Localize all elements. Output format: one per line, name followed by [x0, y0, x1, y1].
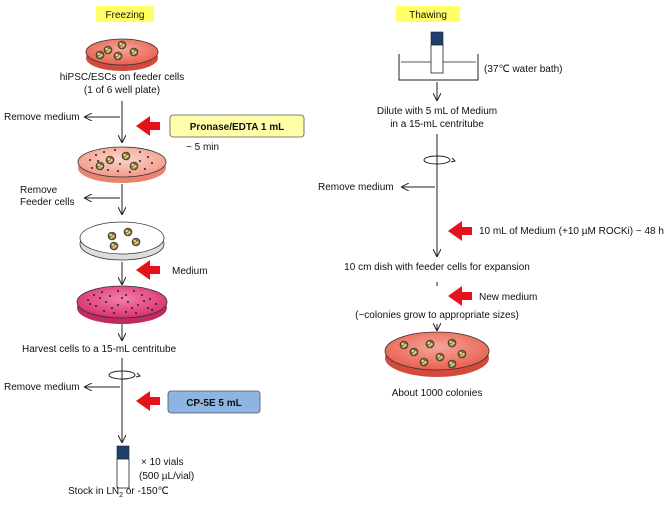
remove-medium-label-2: Remove medium: [4, 382, 80, 393]
water-bath-label: (37℃ water bath): [484, 64, 563, 75]
red-arrow-icon: [136, 260, 160, 280]
dish-label: 10 cm dish with feeder cells for expansi…: [344, 262, 530, 273]
spin-icon: [423, 155, 451, 165]
red-arrow-icon: [136, 391, 160, 411]
freezing-header-box: [96, 6, 154, 22]
colonies-label: About 1000 colonies: [392, 388, 483, 399]
red-arrow-icon: [448, 286, 472, 306]
water-bath-icon: [398, 31, 479, 81]
new-medium-label: New medium: [479, 292, 537, 303]
dilute-label-2: in a 15-mL centritube: [390, 119, 484, 130]
cp5e-box: [167, 390, 261, 414]
harvest-label: Harvest cells to a 15-mL centritube: [22, 344, 177, 355]
pronase-box: [169, 114, 305, 138]
freezing-column: Freezing hiPSC/ESCs on feeder cells (1 o…: [4, 6, 305, 489]
plate-red-final: [384, 331, 490, 377]
plate-caption-1: hiPSC/ESCs on feeder cells: [60, 72, 185, 83]
plate-magenta-4: [76, 285, 168, 324]
thawing-header-box: [396, 6, 460, 22]
red-arrow-icon: [136, 116, 160, 136]
freezing-header: Freezing: [106, 10, 145, 21]
plate-red-1: [85, 38, 159, 71]
thaw-remove-medium: Remove medium: [318, 182, 394, 193]
vials-volume: (500 µL/vial): [139, 471, 194, 482]
remove-feeder-label-1: Remove: [20, 185, 58, 196]
red-arrow-icon: [448, 221, 472, 241]
plate-white-3: [79, 221, 165, 261]
stock-label: Stock in LN2 or -150℃: [68, 486, 169, 499]
vials-count: × 10 vials: [141, 457, 184, 468]
grow-label: (~colonies grow to appropriate sizes): [355, 310, 519, 321]
plate-pink-2: [77, 146, 167, 183]
spin-arrow-icon: [135, 372, 141, 378]
time-label: ~ 5 min: [186, 142, 219, 153]
thawing-header: Thawing: [409, 10, 447, 21]
remove-medium-label-1: Remove medium: [4, 112, 80, 123]
rock-medium-label: 10 mL of Medium (+10 µM ROCKi) ~ 48 h: [479, 226, 664, 237]
spin-icon: [108, 370, 136, 380]
remove-feeder-label-2: Feeder cells: [20, 197, 74, 208]
medium-label: Medium: [172, 266, 208, 277]
dilute-label-1: Dilute with 5 mL of Medium: [377, 106, 497, 117]
spin-arrow-icon: [450, 157, 456, 163]
thawing-column: Thawing (37℃ water bath) Dilute with 5 m…: [318, 6, 664, 399]
cp5e-label: CP-5E 5 mL: [186, 398, 242, 409]
plate-caption-2: (1 of 6 well plate): [84, 85, 160, 96]
pronase-label: Pronase/EDTA 1 mL: [190, 122, 284, 133]
vial-icon: [116, 445, 130, 489]
